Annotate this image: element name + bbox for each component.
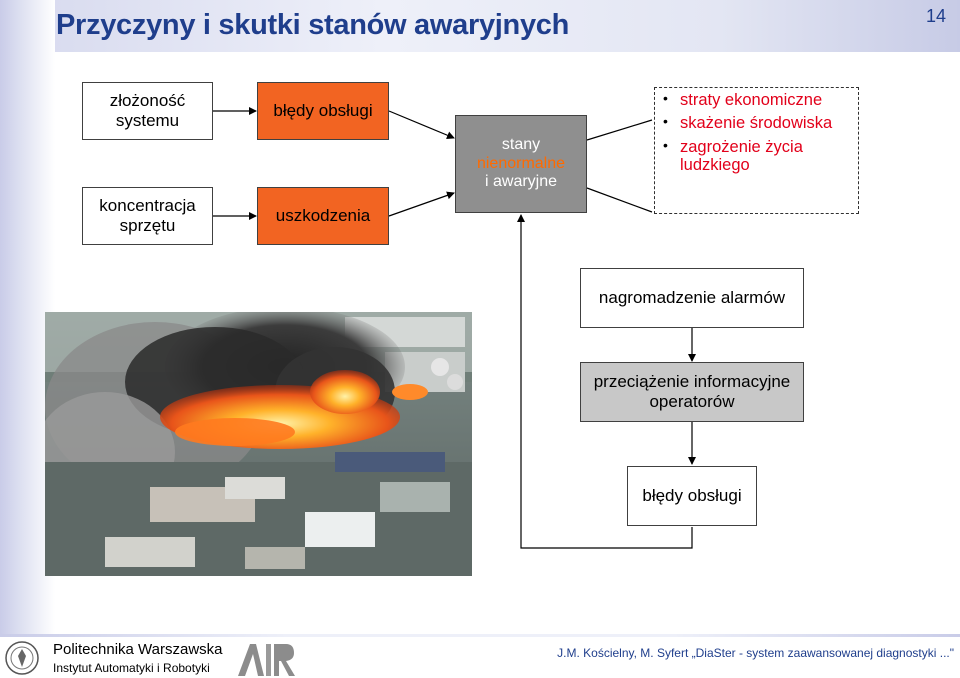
state-line-1: stany <box>501 136 541 154</box>
header-band <box>0 0 960 52</box>
state-line-2: nienormalne <box>476 154 566 172</box>
overload-label: przeciążenie informacyjne operatorów <box>593 372 791 411</box>
institute-name: Instytut Automatyki i Robotyki <box>53 661 210 675</box>
footer-credit: J.M. Kościelny, M. Syfert „DiaSter - sys… <box>557 646 954 660</box>
outcome-item: skażenie środowiska <box>661 114 858 132</box>
page-number: 14 <box>925 6 946 26</box>
alarms-label: nagromadzenie alarmów <box>598 288 786 308</box>
cause-concentration-label: koncentracja sprzętu <box>99 196 196 235</box>
footer-divider <box>0 634 960 637</box>
outcome-item: straty ekonomiczne <box>661 91 858 109</box>
state-line-3: i awaryjne <box>484 173 558 191</box>
slide-title: Przyczyny i skutki stanów awaryjnych <box>56 9 570 41</box>
line-state-to-outcomes-top <box>586 119 653 141</box>
university-name: Politechnika Warszawska <box>53 641 223 658</box>
operation-errors-box: błędy obsługi <box>257 82 389 140</box>
abnormal-state-box: stany nienormalne i awaryjne <box>455 115 587 213</box>
line-state-to-outcomes-bottom <box>586 187 653 213</box>
cause-complexity-label: złożoność systemu <box>109 91 186 130</box>
operation-errors-label: błędy obsługi <box>273 101 373 121</box>
institute-logo-icon <box>238 644 295 676</box>
university-emblem-icon <box>5 641 39 675</box>
cause-concentration-box: koncentracja sprzętu <box>82 187 213 245</box>
cause-complexity-box: złożoność systemu <box>82 82 213 140</box>
industrial-fire-photo <box>45 312 472 576</box>
arrow-errors-to-state <box>388 110 455 140</box>
operator-errors-box: błędy obsługi <box>627 466 757 526</box>
overload-box: przeciążenie informacyjne operatorów <box>580 362 804 422</box>
feedback-loop-errors-to-state <box>517 214 693 549</box>
alarms-box: nagromadzenie alarmów <box>580 268 804 328</box>
operator-errors-label: błędy obsługi <box>642 486 742 506</box>
damage-label: uszkodzenia <box>275 206 371 226</box>
outcomes-list: straty ekonomiczne skażenie środowiska z… <box>661 91 858 175</box>
outcome-item: zagrożenie życia ludzkiego <box>661 138 858 175</box>
damage-box: uszkodzenia <box>257 187 389 245</box>
footer-bar <box>0 634 960 678</box>
arrow-damage-to-state <box>388 191 455 217</box>
outcomes-box: straty ekonomiczne skażenie środowiska z… <box>654 87 859 214</box>
